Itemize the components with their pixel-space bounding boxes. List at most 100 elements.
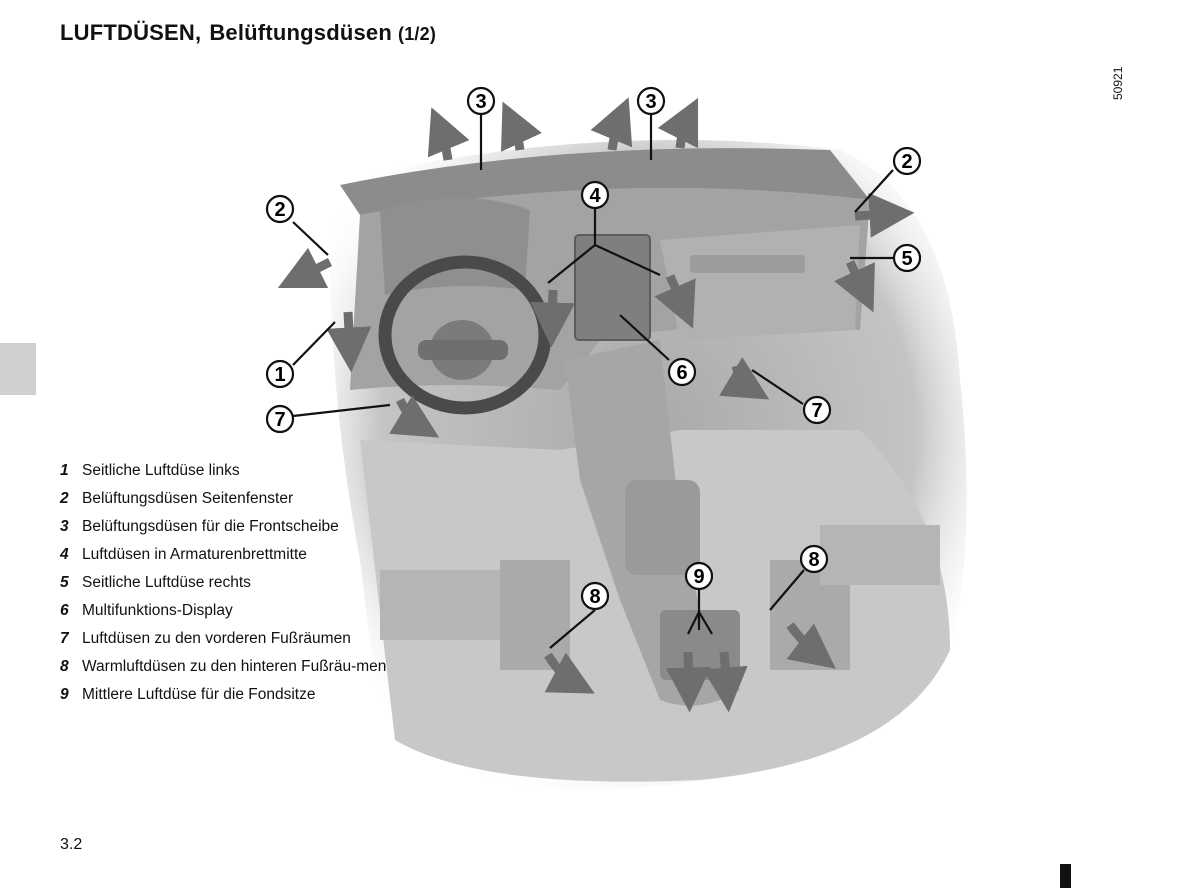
airflow-arrow bbox=[854, 192, 915, 238]
legend-item: 5 Seitliche Luftdüse rechts bbox=[60, 574, 400, 592]
airflow-arrows bbox=[277, 97, 915, 713]
rear-vent-panel bbox=[660, 610, 740, 680]
airflow-arrow bbox=[500, 101, 542, 152]
legend-text: Warmluftdüsen zu den hinteren Fußräu-men bbox=[82, 658, 387, 675]
callout-label: 3 bbox=[645, 91, 656, 113]
legend-text: Seitliche Luftdüse links bbox=[82, 462, 240, 479]
callout-label: 6 bbox=[676, 362, 687, 384]
legend-text: Multifunktions-Display bbox=[82, 602, 233, 619]
glovebox-handle bbox=[690, 255, 805, 273]
airflow-arrow bbox=[544, 652, 595, 694]
callout-label: 9 bbox=[693, 566, 704, 588]
callout-4: 4 bbox=[580, 180, 610, 210]
right-rear-floor-block bbox=[820, 525, 940, 585]
legend-number: 2 bbox=[60, 490, 69, 507]
airflow-arrow bbox=[427, 107, 470, 161]
legend-number: 5 bbox=[60, 574, 69, 591]
callout-label: 8 bbox=[808, 549, 819, 571]
callout-label: 5 bbox=[901, 248, 912, 270]
callout-5: 5 bbox=[892, 243, 922, 273]
legend-number: 3 bbox=[60, 518, 69, 535]
leader-line bbox=[549, 609, 596, 649]
legend-item: 8 Warmluftdüsen zu den hinteren Fußräu-m… bbox=[60, 658, 390, 676]
legend-number: 4 bbox=[60, 546, 69, 563]
airflow-arrow bbox=[657, 97, 699, 149]
legend-text: Mittlere Luftdüse für die Fondsitze bbox=[82, 686, 316, 703]
legend-text: Belüftungsdüsen für die Frontscheibe bbox=[82, 518, 339, 535]
leader-line bbox=[292, 321, 336, 366]
callout-1: 1 bbox=[265, 359, 295, 389]
callout-8-right: 8 bbox=[799, 544, 829, 574]
callout-label: 2 bbox=[274, 199, 285, 221]
leader-line bbox=[594, 244, 661, 276]
airflow-arrow bbox=[719, 357, 770, 400]
legend-item: 1 Seitliche Luftdüse links bbox=[60, 462, 400, 480]
callout-2-right: 2 bbox=[892, 146, 922, 176]
airflow-arrow bbox=[277, 247, 333, 289]
page-number: 3.2 bbox=[60, 836, 83, 853]
title-page-indicator: (1/2) bbox=[398, 24, 437, 44]
legend-number: 7 bbox=[60, 630, 69, 647]
callout-label: 7 bbox=[274, 409, 285, 431]
left-rear-floor-block bbox=[380, 570, 500, 640]
callout-3-right: 3 bbox=[636, 86, 666, 116]
airflow-arrow bbox=[326, 311, 372, 373]
leader-line bbox=[547, 244, 596, 284]
leader-line bbox=[687, 611, 700, 635]
legend-number: 8 bbox=[60, 658, 69, 675]
callout-6: 6 bbox=[667, 357, 697, 387]
legend-item: 2 Belüftungsdüsen Seitenfenster bbox=[60, 490, 400, 508]
legend-item: 4 Luftdüsen in Armaturenbrettmitte bbox=[60, 546, 400, 564]
title-main: LUFTDÜSEN, bbox=[60, 20, 202, 45]
legend-text: Seitliche Luftdüse rechts bbox=[82, 574, 251, 591]
leader-line bbox=[751, 369, 804, 405]
glovebox bbox=[660, 225, 860, 340]
callout-8-left: 8 bbox=[580, 581, 610, 611]
airflow-arrow bbox=[530, 289, 576, 348]
callout-label: 4 bbox=[589, 185, 601, 207]
page-title: LUFTDÜSEN, Belüftungsdüsen (1/2) bbox=[60, 20, 436, 46]
airflow-arrow bbox=[654, 274, 696, 329]
callout-markers: 3 3 2 2 4 5 1 6 7 7 9 8 8 bbox=[265, 86, 922, 611]
legend-list: 1 Seitliche Luftdüse links 2 Belüftungsd… bbox=[60, 462, 400, 714]
leader-line bbox=[292, 221, 329, 256]
airflow-arrow bbox=[665, 651, 711, 713]
airflow-arrow bbox=[389, 395, 440, 438]
callout-label: 2 bbox=[901, 151, 912, 173]
airflow-arrow bbox=[786, 622, 836, 669]
legend-item: 3 Belüftungsdüsen für die Frontscheibe bbox=[60, 518, 400, 536]
corner-mark bbox=[1060, 864, 1071, 888]
callout-label: 8 bbox=[589, 586, 600, 608]
left-rear-seat-mount bbox=[500, 560, 570, 670]
callout-leader-lines bbox=[292, 114, 894, 649]
callout-7-left: 7 bbox=[265, 404, 295, 434]
leader-line bbox=[854, 169, 894, 213]
legend-text: Luftdüsen in Armaturenbrettmitte bbox=[82, 546, 307, 563]
airflow-arrow bbox=[834, 260, 875, 313]
legend-text: Belüftungsdüsen Seitenfenster bbox=[82, 490, 294, 507]
callout-label: 3 bbox=[475, 91, 486, 113]
callout-label: 1 bbox=[274, 364, 285, 386]
callout-9: 9 bbox=[684, 561, 714, 591]
legend-number: 1 bbox=[60, 462, 69, 479]
legend-item: 7 Luftdüsen zu den vorderen Fußräumen bbox=[60, 630, 400, 648]
airflow-arrow bbox=[590, 97, 633, 151]
leader-line bbox=[619, 314, 670, 361]
callout-label: 7 bbox=[811, 400, 822, 422]
leader-line bbox=[292, 403, 391, 418]
legend-number: 6 bbox=[60, 602, 69, 619]
airflow-arrow bbox=[702, 651, 748, 713]
legend-text: Luftdüsen zu den vorderen Fußräumen bbox=[82, 630, 351, 647]
legend-number: 9 bbox=[60, 686, 69, 703]
leader-line bbox=[769, 569, 805, 611]
legend-item: 9 Mittlere Luftdüse für die Fondsitze bbox=[60, 686, 400, 704]
chapter-tab bbox=[0, 343, 36, 395]
leader-line bbox=[698, 611, 713, 635]
callout-2-left: 2 bbox=[265, 194, 295, 224]
title-sub: Belüftungsdüsen bbox=[209, 20, 392, 45]
legend-item: 6 Multifunktions-Display bbox=[60, 602, 400, 620]
armrest bbox=[625, 480, 700, 575]
callout-7-right: 7 bbox=[802, 395, 832, 425]
callout-3-left: 3 bbox=[466, 86, 496, 116]
